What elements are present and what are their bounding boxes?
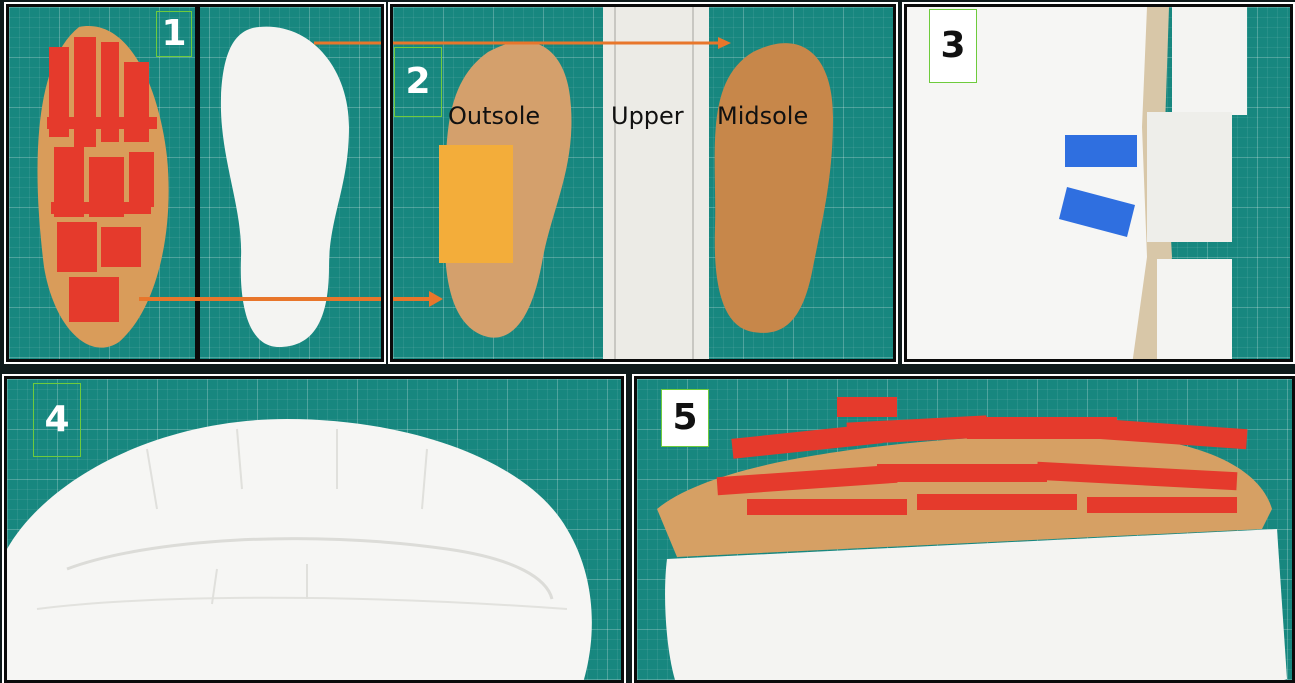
panel-step-1: 1 [6, 4, 384, 362]
step-number-3: 3 [929, 9, 977, 83]
step-number-1: 1 [156, 11, 192, 57]
sole-layers-photo [393, 7, 896, 362]
step-number-4: 4 [33, 383, 81, 457]
panel-step-5: 5 [634, 376, 1295, 683]
step-number-5: 5 [661, 389, 709, 447]
label-midsole: Midsole [717, 102, 808, 130]
label-outsole: Outsole [448, 102, 540, 130]
panel-step-2: 2 Outsole Upper Midsole [390, 4, 896, 362]
finished-shoe-photo [637, 379, 1295, 683]
panel-step-4: 4 [4, 376, 624, 683]
wrapped-upper-photo [7, 379, 624, 683]
step-number-2: 2 [394, 47, 442, 117]
label-upper: Upper [611, 102, 684, 130]
panel-step-3: 3 [904, 4, 1293, 362]
outsole-painted-photo [9, 7, 384, 362]
